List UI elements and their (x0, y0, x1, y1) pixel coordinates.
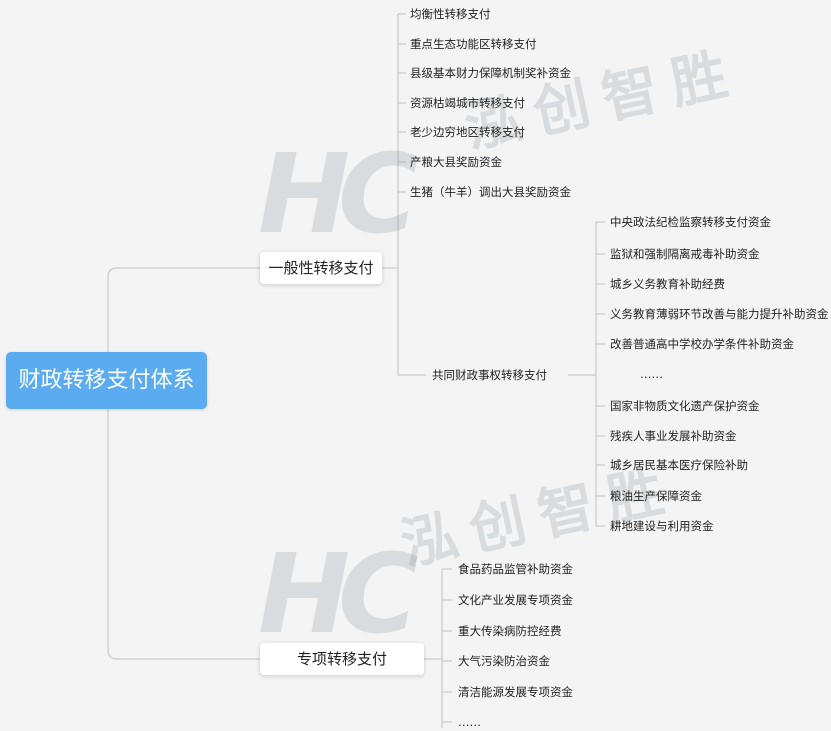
general-transfer-node[interactable]: 一般性转移支付 (260, 252, 382, 284)
shared-item[interactable]: 耕地建设与利用资金 (610, 519, 714, 533)
watermark-logo-bottom: HC (258, 530, 419, 658)
shared-item[interactable]: 城乡义务教育补助经费 (610, 277, 725, 291)
shared-item[interactable]: 改善普通高中学校办学条件补助资金 (610, 337, 794, 351)
special-item[interactable]: 食品药品监管补助资金 (458, 562, 573, 576)
shared-item[interactable]: 粮油生产保障资金 (610, 489, 702, 503)
general-item[interactable]: 资源枯竭城市转移支付 (410, 96, 525, 110)
special-item[interactable]: 文化产业发展专项资金 (458, 593, 573, 607)
root-node[interactable]: 财政转移支付体系 (6, 352, 207, 409)
general-item[interactable]: 产粮大县奖励资金 (410, 155, 502, 169)
shared-item[interactable]: 监狱和强制隔离戒毒补助资金 (610, 247, 760, 261)
special-transfer-node[interactable]: 专项转移支付 (260, 643, 424, 675)
special-item[interactable]: 清洁能源发展专项资金 (458, 685, 573, 699)
shared-item[interactable]: 义务教育薄弱环节改善与能力提升补助资金 (610, 307, 829, 321)
general-item[interactable]: 均衡性转移支付 (410, 7, 491, 21)
general-item[interactable]: 生猪（牛羊）调出大县奖励资金 (410, 185, 571, 199)
watermark-logo-top: HC (258, 130, 419, 258)
special-item[interactable]: 大气污染防治资金 (458, 654, 550, 668)
special-ellipsis: …… (458, 715, 481, 729)
special-item[interactable]: 重大传染病防控经费 (458, 624, 562, 638)
general-item[interactable]: 重点生态功能区转移支付 (410, 37, 537, 51)
shared-transfer-node[interactable]: 共同财政事权转移支付 (432, 368, 547, 382)
general-item[interactable]: 老少边穷地区转移支付 (410, 125, 525, 139)
shared-ellipsis: …… (640, 367, 663, 381)
general-item[interactable]: 县级基本财力保障机制奖补资金 (410, 66, 571, 80)
shared-item[interactable]: 中央政法纪检监察转移支付资金 (610, 215, 771, 229)
shared-item[interactable]: 国家非物质文化遗产保护资金 (610, 399, 760, 413)
shared-item[interactable]: 城乡居民基本医疗保险补助 (610, 458, 748, 472)
shared-item[interactable]: 残疾人事业发展补助资金 (610, 429, 737, 443)
